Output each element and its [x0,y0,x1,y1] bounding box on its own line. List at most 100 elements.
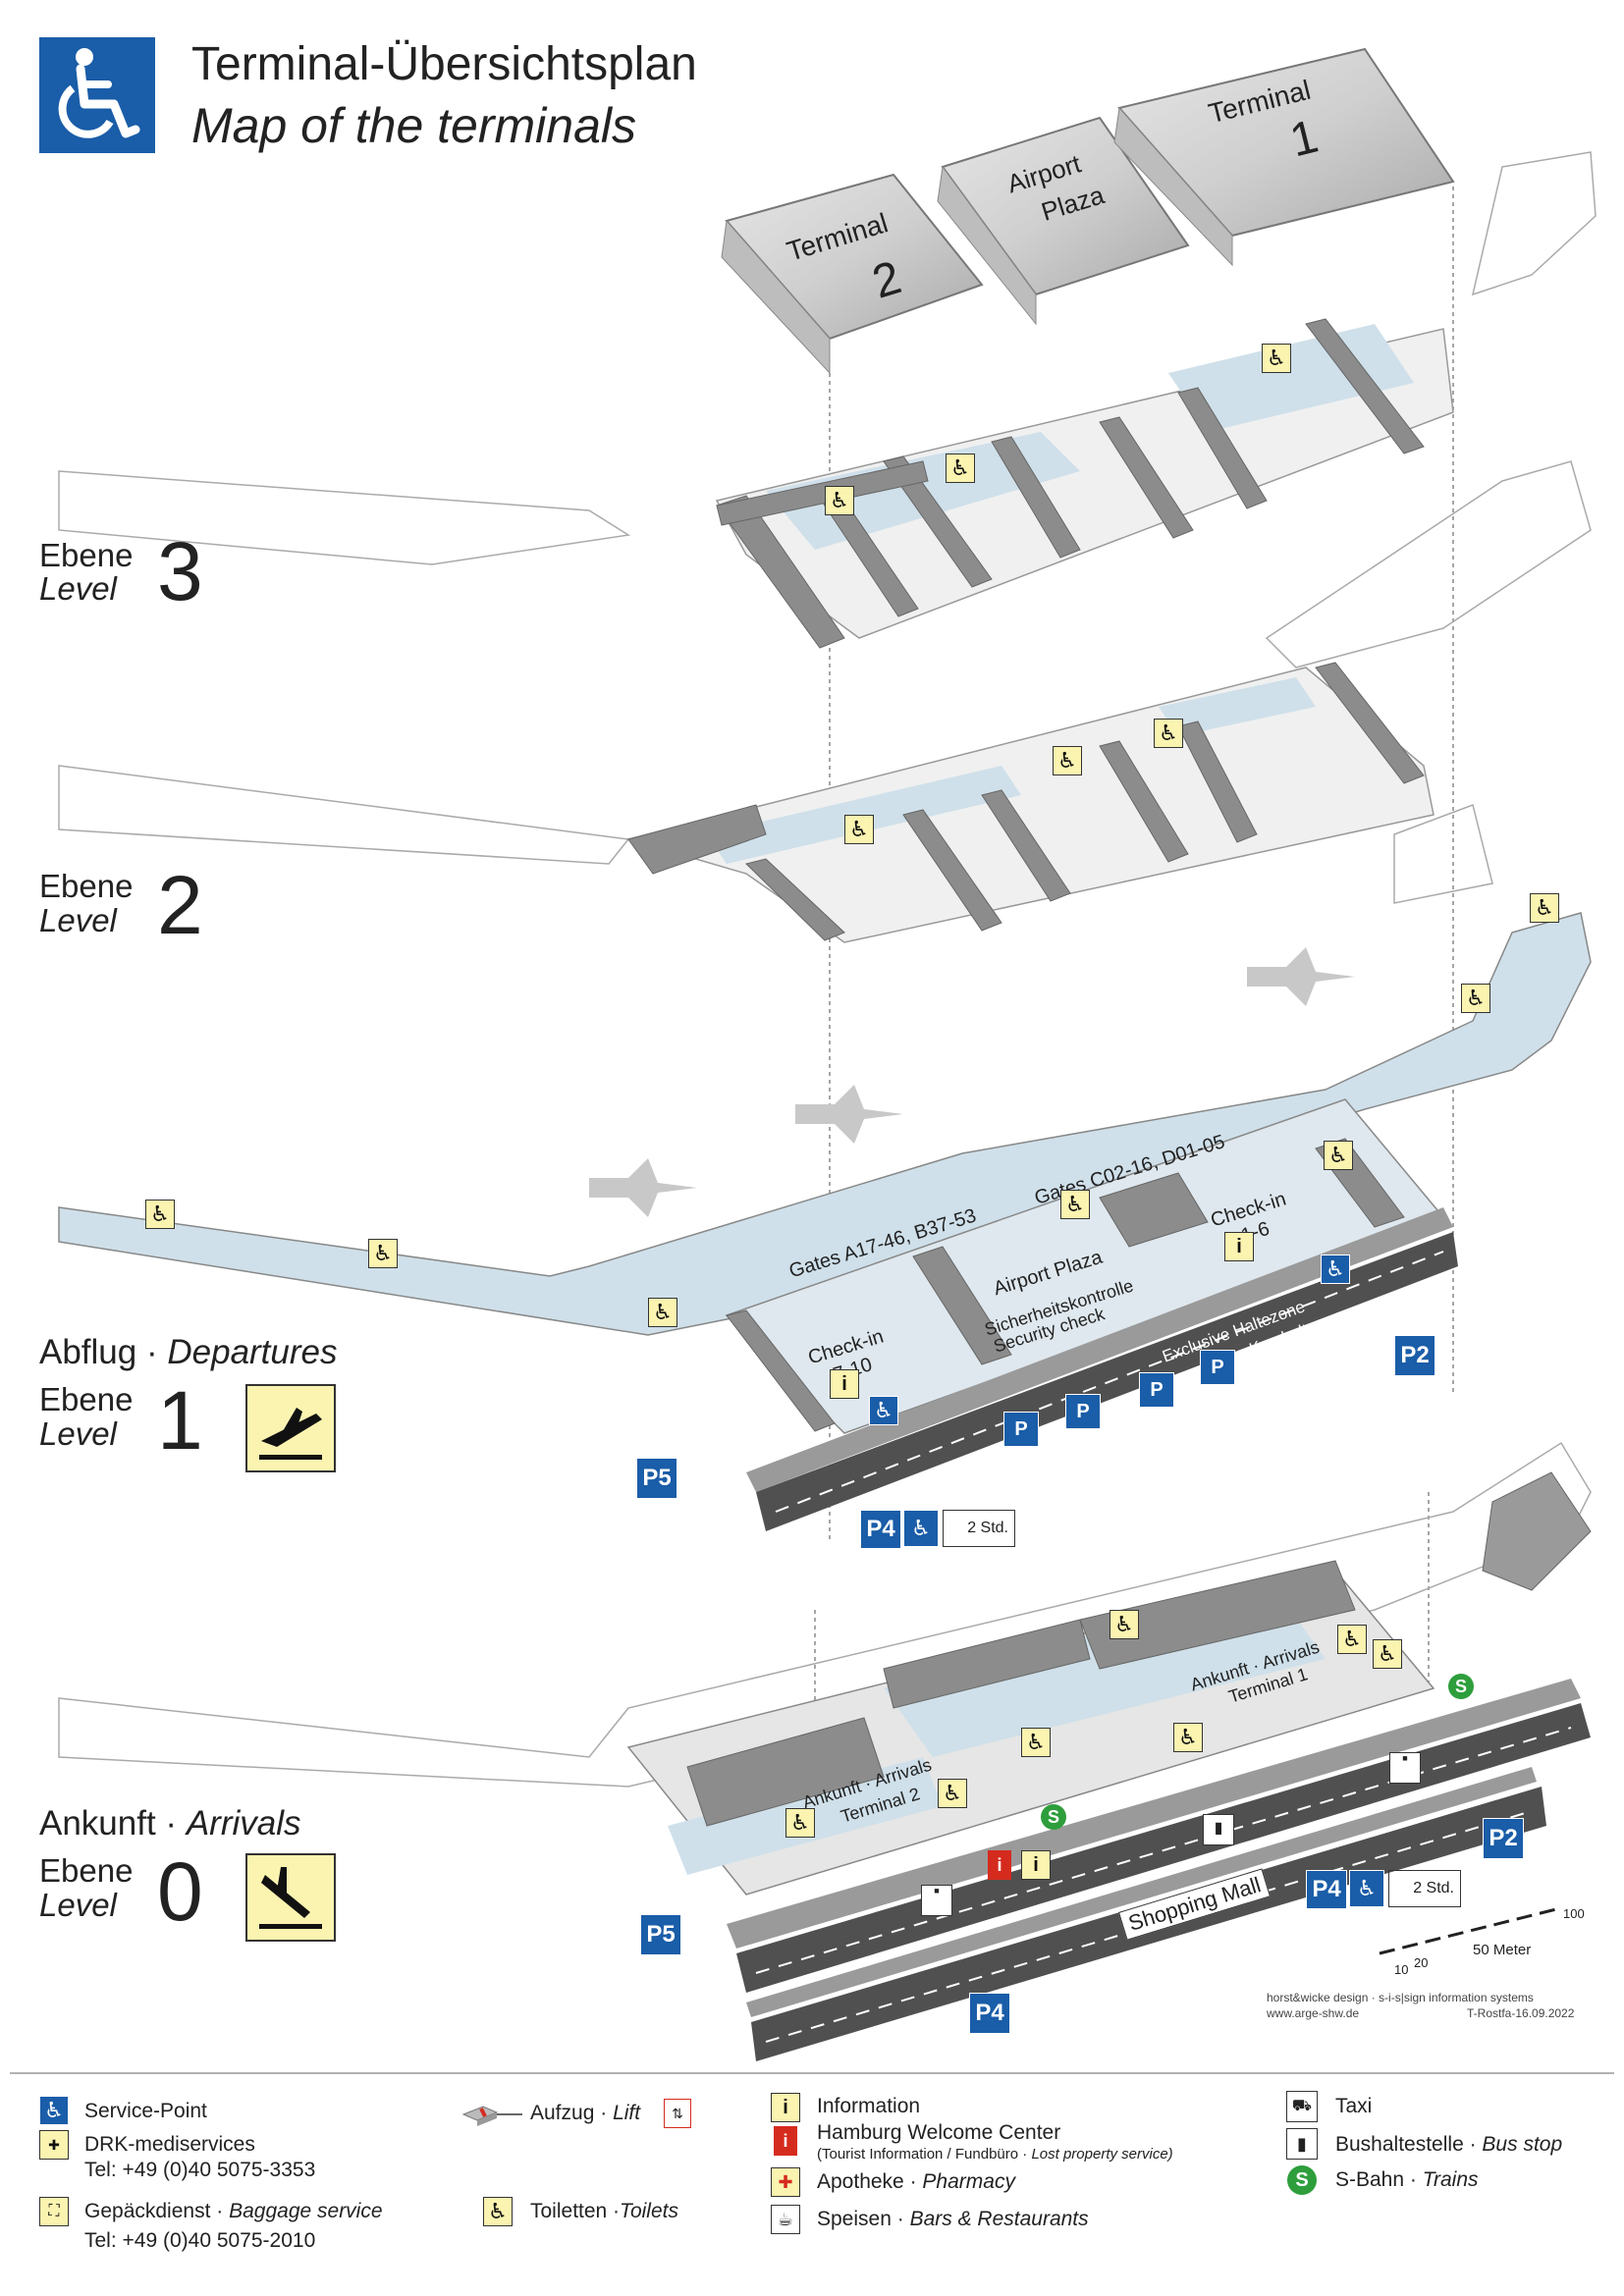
legend-toilets: Toiletten ·Toilets [530,2200,678,2222]
info-icon-l1-a[interactable]: i [830,1369,859,1399]
scale-unit-label: 50 Meter [1473,1942,1532,1958]
toilet-icon-l1-g[interactable]: ♿ [1530,893,1559,923]
parking-p5-level0[interactable]: P5 [640,1914,681,1955]
toilet-icon-l0-c[interactable]: ♿ [1021,1728,1051,1757]
page-title: Terminal-Übersichtsplan [191,38,697,90]
legend-info-icon: i [771,2093,800,2122]
legend-baggage-icon: ⛶ [39,2197,69,2226]
sbahn-icon-map-2[interactable]: S [1448,1674,1474,1699]
service-point-l1-b[interactable]: ♿ [1321,1255,1350,1284]
level-2-plan [58,662,1493,943]
toilet-icon-l1-e[interactable]: ♿ [1324,1141,1353,1170]
parking-p2-level1[interactable]: P2 [1394,1335,1435,1376]
toilet-icon-l1-a[interactable]: ♿ [145,1200,175,1229]
legend-sbahn: S-Bahn · Trains [1335,2168,1479,2191]
legend-drk-tel: Tel: +49 (0)40 5075-3353 [84,2159,316,2181]
level-1-ebene: Ebene [39,1381,134,1417]
toilet-icon-l0-d[interactable]: ♿ [1173,1723,1203,1752]
toilet-icon-l3-b[interactable]: ♿ [946,454,975,483]
legend-drk: DRK-mediservices [84,2133,255,2156]
two-hours-text: 2 Std. [967,1520,1008,1536]
bus-icon-map[interactable]: ▮ [1203,1814,1234,1845]
legend-pharmacy-en: Pharmacy [922,2170,1015,2193]
departures-title-en: Departures [167,1333,338,1371]
scale-10: 10 [1394,1962,1409,1977]
accessibility-logo [39,37,155,153]
legend-hwc-sub-en: Lost property service) [1031,2146,1173,2163]
legend-baggage-en: Baggage service [229,2200,383,2222]
legend-bus-icon: ▮ [1286,2128,1318,2160]
legend-pharmacy-de: Apotheke [817,2170,904,2193]
parking-p4-level0[interactable]: P4 [1306,1870,1347,1909]
toilet-icon-l1-f[interactable]: ♿ [1461,984,1490,1013]
level-2-ebene: Ebene [39,868,134,904]
legend-hwc-sub-de: (Tourist Information / Fundbüro · [817,2146,1028,2163]
legend-food: Speisen · Bars & Restaurants [817,2208,1089,2230]
parking-p5-level1[interactable]: P5 [636,1458,677,1499]
service-point-l1-a[interactable]: ♿ [869,1396,898,1425]
legend-lift: Aufzug · Lift [530,2102,641,2124]
legend-taxi-icon: ⛟ [1286,2091,1318,2122]
sbahn-icon-map-1[interactable]: S [1041,1804,1066,1830]
legend-sbahn-en: Trains [1422,2168,1479,2191]
building-airport-plaza [937,116,1190,326]
level-1-number: 1 [157,1374,203,1467]
legend-taxi: Taxi [1335,2095,1373,2117]
toilet-icon-l2-c[interactable]: ♿ [1154,719,1183,748]
parking-l1-a[interactable]: P [1003,1412,1039,1447]
taxi-icon-map-1[interactable]: ■ [921,1885,952,1916]
toilet-icon-l0-g[interactable]: ♿ [1373,1639,1402,1669]
parking-p4-level1[interactable]: P4 [860,1510,901,1549]
level-1-plan [58,912,1592,1531]
scale-100: 100 [1563,1906,1585,1921]
toilet-icon-l3-c[interactable]: ♿ [1262,344,1291,373]
legend-baggage: Gepäckdienst · Baggage service [84,2200,383,2222]
tourist-info-icon[interactable]: i [988,1850,1011,1880]
airplane-icons [589,947,1355,1217]
toilet-icon-l0-b[interactable]: ♿ [938,1779,967,1808]
legend-lift-en: Lift [613,2102,641,2124]
level-2-number: 2 [157,859,203,951]
departures-title-de: Abflug [39,1333,137,1371]
legend-sbahn-de: S-Bahn [1335,2168,1405,2191]
legend-sbahn-icon: S [1287,2165,1317,2195]
legend-baggage-tel: Tel: +49 (0)40 5075-2010 [84,2229,316,2252]
legend-information: Information [817,2095,921,2117]
toilet-icon-l1-b[interactable]: ♿ [368,1239,398,1268]
legend-service-point: Service-Point [84,2100,207,2122]
parking-l1-d[interactable]: P [1200,1350,1235,1385]
parking-l1-b[interactable]: P [1065,1394,1101,1429]
parking-l1-c[interactable]: P [1139,1372,1174,1408]
parking-p2-level0[interactable]: P2 [1483,1818,1524,1859]
legend-baggage-de: Gepäckdienst [84,2200,211,2222]
toilet-icon-l1-c[interactable]: ♿ [648,1298,677,1327]
legend-lift-de: Aufzug [530,2102,595,2124]
taxi-icon-map-2[interactable]: ■ [1389,1752,1421,1784]
toilet-icon-l0-f[interactable]: ♿ [1337,1625,1367,1654]
level-2-level: Level [39,902,117,938]
toilet-icon-l2-b[interactable]: ♿ [1053,746,1082,775]
service-point-icon-2[interactable]: ♿ [1349,1870,1384,1907]
arrivals-title-de: Ankunft [39,1804,156,1842]
scale-bar [1379,1907,1557,1955]
info-icon-l1-b[interactable]: i [1224,1232,1254,1261]
parking-p4-bottom[interactable]: P4 [969,1993,1010,2034]
toilet-icon-l3-a[interactable]: ♿ [825,486,854,515]
level-3-ebene: Ebene [39,537,134,573]
building-terminal-1 [1113,47,1455,267]
toilet-icon-l1-d[interactable]: ♿ [1060,1190,1090,1219]
toilet-icon-l2-a[interactable]: ♿ [844,815,874,844]
level-3-plan [58,151,1597,668]
two-hours-box: 2 Std. [943,1510,1015,1547]
info-icon-l0[interactable]: i [1021,1850,1051,1880]
legend-lift-icon [461,2099,524,2128]
toilet-icon-l0-e[interactable]: ♿ [1110,1610,1139,1639]
arrivals-title: Ankunft · Arrivals [39,1804,301,1842]
toilet-icon-l0-a[interactable]: ♿ [785,1808,815,1838]
service-point-icon[interactable]: ♿ [903,1510,939,1547]
legend-bus: Bushaltestelle · Bus stop [1335,2133,1563,2156]
level-3-level: Level [39,570,117,607]
legend-lift-symbol: ⇅ [664,2099,691,2128]
legend-food-icon: ☕ [771,2205,800,2234]
credit-line-2-left: www.arge-shw.de [1267,2006,1360,2020]
